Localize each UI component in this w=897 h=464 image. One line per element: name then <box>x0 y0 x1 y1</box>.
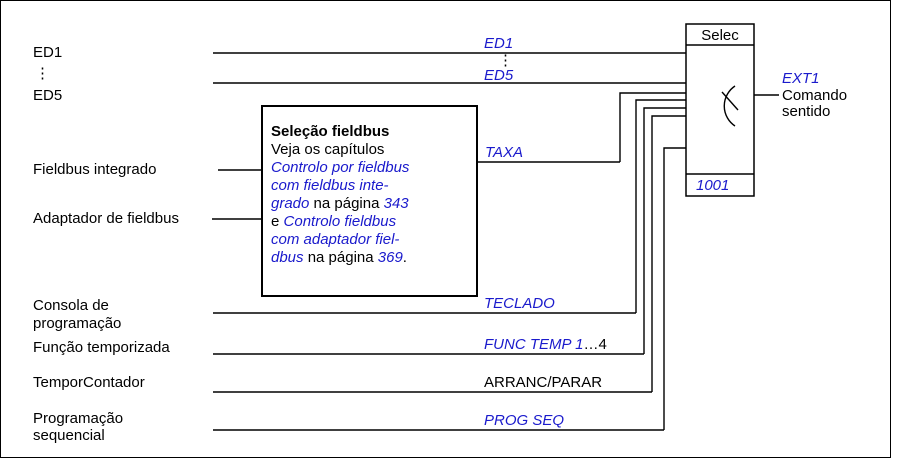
input-label-console-line1: Consola de <box>33 297 109 314</box>
branch-arranc-parar <box>651 115 686 392</box>
selector-param: 1001 <box>696 177 729 194</box>
note-and-word: e <box>271 213 284 230</box>
selector-switch-icon <box>723 85 736 127</box>
output-signal: EXT1 <box>782 70 820 87</box>
note-link2-line3[interactable]: dbus <box>271 249 304 266</box>
signal-arranc-parar: ARRANC/PARAR <box>484 374 602 391</box>
input-label-fieldbus-integrated: Fieldbus integrado <box>33 161 156 178</box>
note-line-and: e Controlo fieldbus <box>271 213 397 230</box>
note-period: . <box>403 249 407 266</box>
input-label-timer-counter: TemporContador <box>33 374 145 391</box>
note-title: Seleção fieldbus <box>271 123 389 140</box>
note-line1: Veja os capítulos <box>271 141 384 158</box>
note-page-word1: na página <box>309 195 383 212</box>
note-link2-line2: com adaptador fiel- <box>271 231 399 248</box>
signal-teclado: TECLADO <box>484 295 555 312</box>
output-label-line1: Comando <box>782 87 847 104</box>
branch-taxa <box>619 92 686 162</box>
input-label-timed-function: Função temporizada <box>33 339 170 356</box>
input-label-console-line2: programação <box>33 315 121 332</box>
note-page2-link[interactable]: 369 <box>378 249 404 266</box>
note-link2-line1[interactable]: Controlo fieldbus <box>284 213 397 230</box>
input-label-fieldbus-adapter: Adaptador de fieldbus <box>33 210 179 227</box>
note-line-page2: dbus na página 369. <box>271 249 407 266</box>
note-page-word2: na página <box>304 249 378 266</box>
input-label-seq-prog-line2: sequencial <box>33 427 105 444</box>
input-label-seq-prog-line1: Programação <box>33 410 123 427</box>
selector-block <box>685 23 755 197</box>
signal-ed5: ED5 <box>484 67 514 84</box>
signal-dots: ⋮ <box>498 52 513 69</box>
input-label-ed1: ED1 <box>33 44 62 61</box>
selector-title: Selec <box>701 27 739 44</box>
signal-func-temp-main: FUNC TEMP 1 <box>484 336 583 353</box>
note-page1-link[interactable]: 343 <box>384 195 410 212</box>
input-label-dots: ⋮ <box>35 65 50 82</box>
signal-taxa: TAXA <box>485 144 523 161</box>
note-link1-line3[interactable]: grado <box>271 195 309 212</box>
signal-func-temp: FUNC TEMP 1…4 <box>484 336 607 353</box>
output-label-line2: sentido <box>782 103 830 120</box>
branch-teclado <box>635 99 686 313</box>
note-link1-line1: Controlo por fieldbus <box>271 159 410 176</box>
branch-func-temp <box>643 107 686 354</box>
note-line-page1: grado na página 343 <box>271 195 409 212</box>
fieldbus-note-box <box>261 105 478 297</box>
selector-switch-arm <box>721 91 739 111</box>
signal-func-temp-suffix: …4 <box>583 336 606 353</box>
signal-ed1: ED1 <box>484 35 513 52</box>
branch-prog-seq <box>663 147 686 430</box>
note-link1-line2: com fieldbus inte- <box>271 177 389 194</box>
signal-prog-seq: PROG SEQ <box>484 412 564 429</box>
input-label-ed5: ED5 <box>33 87 62 104</box>
